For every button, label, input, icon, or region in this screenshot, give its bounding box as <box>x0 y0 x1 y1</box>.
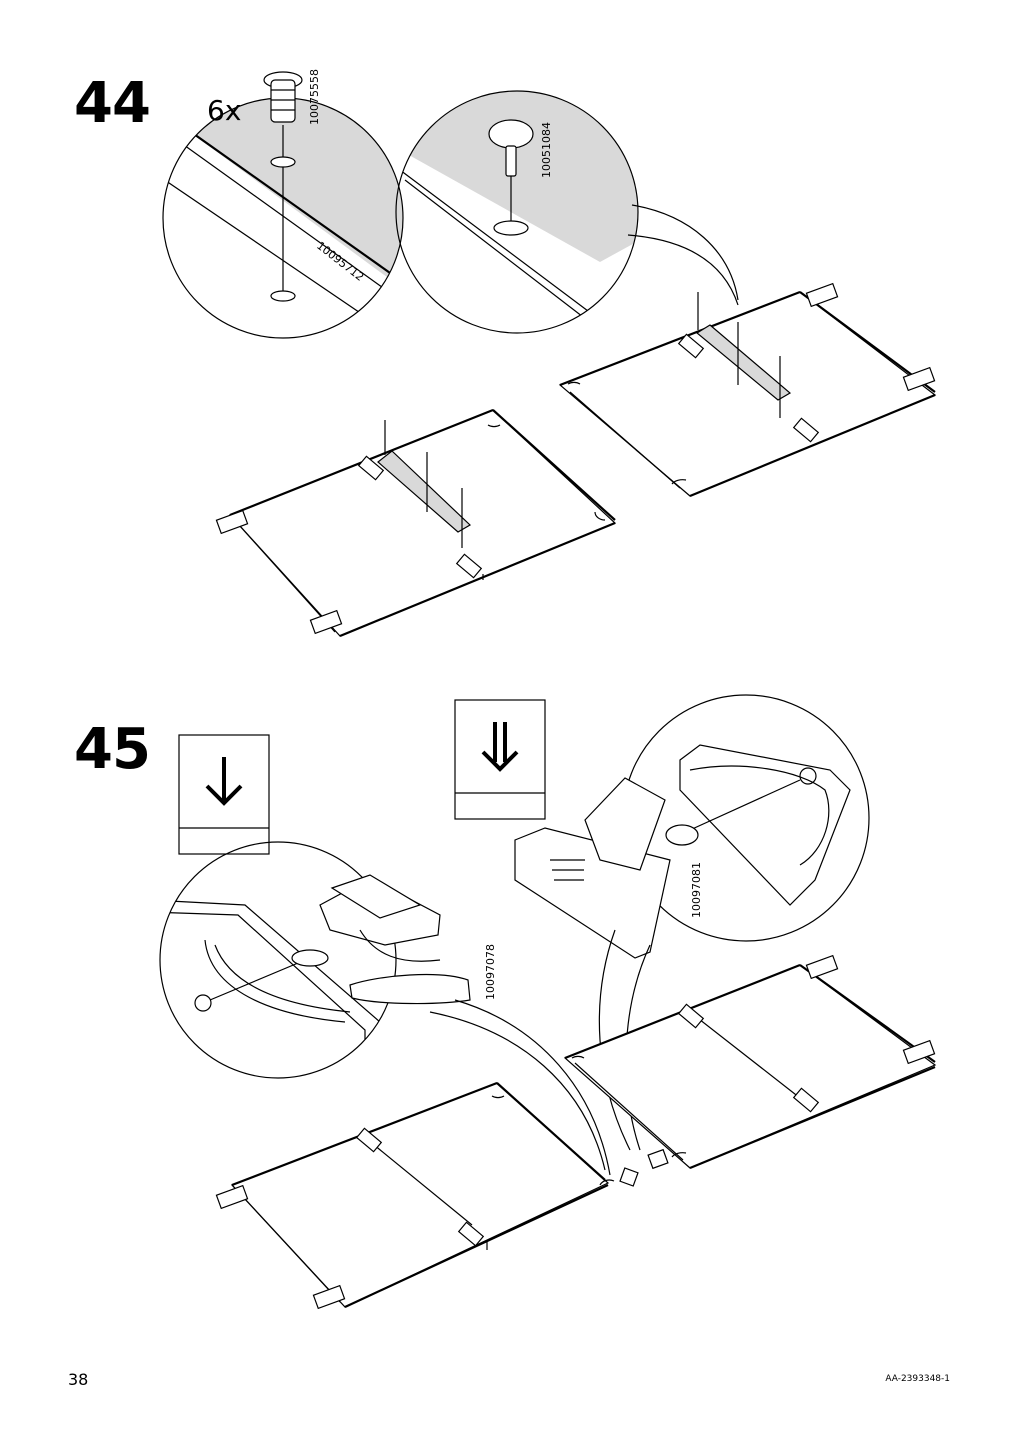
push-down-single-arrow-icon <box>178 734 270 855</box>
step-44-number: 44 <box>74 71 151 136</box>
page-number: 38 <box>68 1370 89 1389</box>
hinge-clip-part-left <box>291 874 471 1005</box>
part-number-10051084: 10051084 <box>540 122 553 178</box>
step-44-quantity: 6x <box>207 94 241 127</box>
callout-pointer <box>631 204 739 301</box>
part-number-10075558: 10075558 <box>308 69 321 125</box>
step-44-detail-right <box>395 90 639 334</box>
door-panel-right <box>558 282 937 498</box>
step-45-detail-right <box>622 694 870 942</box>
hinge-clip-part-right <box>514 777 699 959</box>
door-panel-left-45 <box>215 1081 639 1310</box>
dowel-peg-icon <box>488 119 534 177</box>
door-panel-right-45 <box>563 954 937 1170</box>
callout-pointer <box>429 1011 606 1171</box>
callout-pointer <box>627 234 739 306</box>
part-number-10097078: 10097078 <box>484 944 497 1000</box>
door-panel-left <box>215 408 617 638</box>
push-down-double-arrow-icon <box>454 699 546 820</box>
cam-lock-dowel-icon <box>263 71 303 123</box>
step-45-number: 45 <box>74 717 151 782</box>
document-code: AA-2393348-1 <box>885 1374 950 1384</box>
part-number-10097081: 10097081 <box>690 862 703 918</box>
callout-pointer <box>454 999 611 1176</box>
callout-pointer <box>598 929 631 1151</box>
